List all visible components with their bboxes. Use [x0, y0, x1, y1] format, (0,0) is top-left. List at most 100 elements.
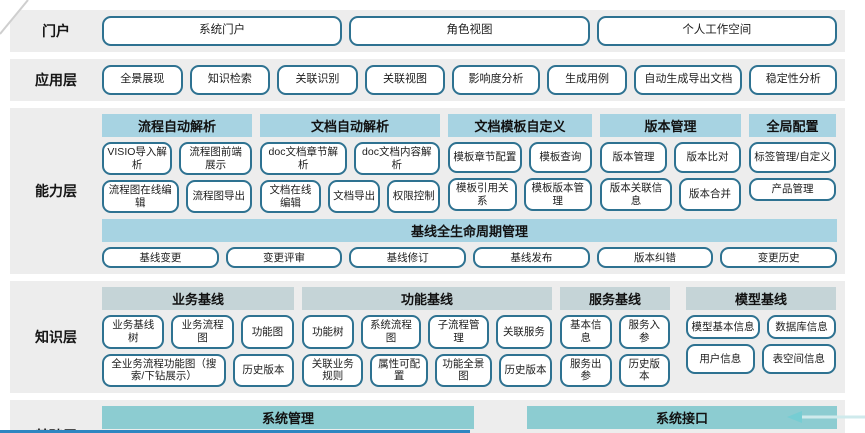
- feature-box[interactable]: 权限控制: [387, 180, 440, 214]
- feature-box[interactable]: 服务入参: [618, 315, 670, 349]
- button-row: 模板引用关系模板版本管理: [448, 178, 592, 212]
- button-row: 关联业务规则属性可配置功能全景图历史版本: [302, 353, 552, 387]
- feature-box[interactable]: 功能树: [302, 315, 354, 349]
- button-row: 模板章节配置模板查询: [448, 142, 592, 173]
- feature-box[interactable]: doc文档章节解析: [260, 142, 347, 176]
- feature-box[interactable]: 系统门户: [102, 16, 343, 46]
- group-header: 全局配置: [749, 114, 836, 137]
- feature-box[interactable]: 关联服务: [495, 315, 552, 349]
- feature-box[interactable]: 功能全景图: [434, 353, 492, 387]
- feature-box[interactable]: 关联业务规则: [302, 353, 364, 387]
- feature-box[interactable]: 历史版本: [498, 353, 552, 387]
- feature-box[interactable]: 功能图: [240, 315, 294, 349]
- button-row: 产品管理: [749, 178, 836, 201]
- button-row: 用户信息表空间信息: [686, 344, 836, 375]
- feature-box[interactable]: 业务流程图: [171, 315, 234, 349]
- feature-box[interactable]: 流程图前端展示: [179, 142, 252, 176]
- layer-foundation: 基础层系统管理多用户管理权限管理角色管理组织机构管理菜单管理操作日志系统接口ji…: [10, 399, 845, 433]
- feature-box[interactable]: 稳定性分析: [749, 65, 837, 95]
- layer-content: 全景展现知识检索关联识别关联视图影响度分析生成用例自动生成导出文档稳定性分析: [102, 65, 837, 95]
- feature-box[interactable]: 版本合并: [679, 178, 741, 212]
- feature-box[interactable]: 子流程管理: [428, 315, 489, 349]
- feature-box[interactable]: 模板引用关系: [448, 178, 517, 212]
- feature-box[interactable]: 影响度分析: [452, 65, 540, 95]
- group-header: 版本管理: [600, 114, 741, 137]
- feature-box[interactable]: 个人工作空间: [596, 16, 837, 46]
- feature-box[interactable]: 历史版本: [232, 353, 294, 387]
- group-header: 系统接口: [527, 405, 837, 429]
- feature-box[interactable]: 角色视图: [349, 16, 590, 46]
- feature-box[interactable]: 版本纠错: [596, 247, 714, 269]
- feature-box[interactable]: 基本信息: [560, 315, 612, 349]
- feature-box[interactable]: 版本关联信息: [600, 178, 673, 212]
- feature-box[interactable]: 表空间信息: [761, 344, 836, 375]
- feature-box[interactable]: doc文档内容解析: [353, 142, 440, 176]
- layer-content: 系统门户角色视图个人工作空间: [102, 16, 837, 46]
- left-arrow-shape: [787, 411, 865, 423]
- feature-box[interactable]: 文档导出: [327, 180, 381, 214]
- feature-box[interactable]: 自动生成导出文档: [634, 65, 743, 95]
- feature-box[interactable]: 模板章节配置: [448, 142, 522, 173]
- feature-box[interactable]: 版本管理: [600, 142, 667, 173]
- feature-box[interactable]: 关联视图: [364, 65, 446, 95]
- feature-box[interactable]: 属性可配置: [370, 353, 428, 387]
- feature-box[interactable]: 变更历史: [720, 247, 838, 269]
- button-row: 服务出参历史版本: [560, 353, 670, 387]
- layer-label: 应用层: [35, 72, 77, 88]
- feature-group: 模型基线模型基本信息数据库信息用户信息表空间信息: [686, 287, 836, 375]
- feature-box[interactable]: 模板查询: [528, 142, 592, 173]
- feature-group: 版本管理版本管理版本比对版本关联信息版本合并: [600, 114, 741, 212]
- feature-box[interactable]: 基线发布: [473, 247, 590, 269]
- feature-box[interactable]: 产品管理: [749, 178, 836, 201]
- feature-box[interactable]: 全景展现: [102, 65, 183, 95]
- layer-label: 门户: [42, 23, 70, 39]
- feature-group: 功能基线功能树系统流程图子流程管理关联服务关联业务规则属性可配置功能全景图历史版…: [302, 287, 552, 387]
- group-header: 文档自动解析: [260, 114, 440, 137]
- feature-box[interactable]: 基线变更: [102, 247, 219, 269]
- group-header: 文档模板自定义: [448, 114, 592, 137]
- feature-box[interactable]: VISIO导入解析: [102, 142, 173, 176]
- layer-content: 业务基线业务基线树业务流程图功能图全业务流程功能图（搜索/下钻展示）历史版本功能…: [102, 287, 837, 387]
- feature-box[interactable]: 变更评审: [225, 247, 343, 269]
- feature-box[interactable]: 基线修订: [349, 247, 467, 269]
- feature-box[interactable]: 流程图在线编辑: [102, 180, 179, 214]
- feature-box[interactable]: 数据库信息: [767, 315, 836, 340]
- baseline-band-header: 基线全生命周期管理: [102, 219, 837, 243]
- feature-box[interactable]: 服务出参: [560, 353, 612, 387]
- feature-box[interactable]: 用户信息: [686, 344, 755, 375]
- group-header: 模型基线: [686, 287, 836, 311]
- feature-box[interactable]: 知识检索: [189, 65, 271, 95]
- groups-row: 系统管理多用户管理权限管理角色管理组织机构管理菜单管理操作日志系统接口jirac…: [102, 405, 837, 433]
- button-row: 系统门户角色视图个人工作空间: [102, 16, 837, 46]
- group-header: 功能基线: [302, 287, 552, 311]
- layer-label: 能力层: [35, 183, 77, 200]
- feature-box[interactable]: 流程图导出: [185, 180, 252, 214]
- feature-box[interactable]: 模型基本信息: [686, 315, 761, 340]
- feature-box[interactable]: 关联识别: [277, 65, 358, 95]
- button-row: VISIO导入解析流程图前端展示: [102, 142, 252, 176]
- feature-box[interactable]: 生成用例: [546, 65, 628, 95]
- feature-box[interactable]: 模板版本管理: [523, 178, 592, 212]
- feature-box[interactable]: 业务基线树: [102, 315, 165, 349]
- button-row: 功能树系统流程图子流程管理关联服务: [302, 315, 552, 349]
- feature-group: 系统接口jiraconfluence接口自动化平台: [527, 405, 837, 433]
- feature-group: 文档模板自定义模板章节配置模板查询模板引用关系模板版本管理: [448, 114, 592, 212]
- group-header: 系统管理: [102, 405, 474, 429]
- feature-box[interactable]: 版本比对: [674, 142, 741, 173]
- group-header: 流程自动解析: [102, 114, 252, 137]
- feature-group: 业务基线业务基线树业务流程图功能图全业务流程功能图（搜索/下钻展示）历史版本: [102, 287, 294, 387]
- button-row: 全业务流程功能图（搜索/下钻展示）历史版本: [102, 353, 294, 387]
- feature-box[interactable]: 全业务流程功能图（搜索/下钻展示）: [102, 353, 226, 387]
- button-row: 版本关联信息版本合并: [600, 178, 741, 212]
- feature-box[interactable]: 标签管理/自定义: [749, 142, 836, 173]
- feature-box[interactable]: 历史版本: [618, 353, 670, 387]
- feature-box[interactable]: 文档在线编辑: [260, 180, 321, 214]
- layer-knowledge: 知识层业务基线业务基线树业务流程图功能图全业务流程功能图（搜索/下钻展示）历史版…: [10, 281, 845, 393]
- feature-box[interactable]: 系统流程图: [360, 315, 422, 349]
